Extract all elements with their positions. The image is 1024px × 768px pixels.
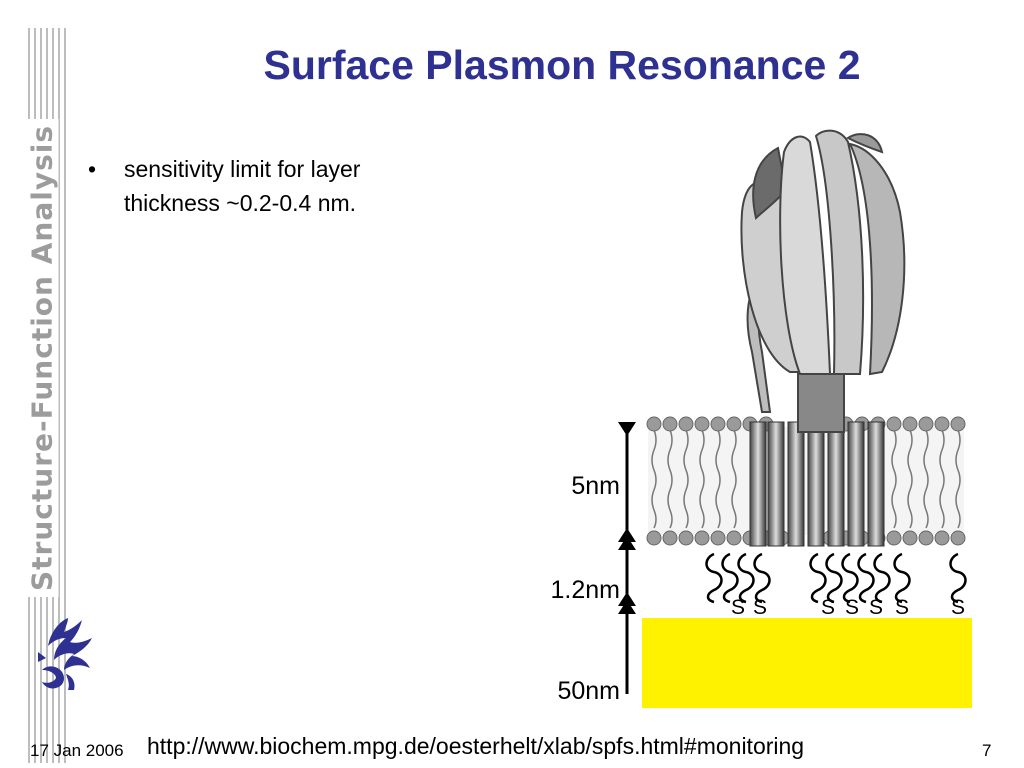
bullet-text-line2: thickness ~0.2-0.4 nm. — [124, 190, 357, 216]
dimension-arrows — [618, 422, 636, 694]
membrane-thickness-label: 5nm — [571, 472, 620, 500]
sulfur-label: S — [845, 596, 859, 619]
bullet-text-line1: sensitivity limit for layer — [124, 156, 361, 182]
sulfur-label: S — [731, 596, 745, 619]
transmembrane-helices — [749, 421, 885, 547]
spacer-tethers — [705, 552, 967, 604]
lipid-bilayer — [646, 416, 966, 546]
sulfur-label: S — [753, 596, 767, 619]
bullet-list: • sensitivity limit for layer thickness … — [88, 152, 448, 220]
spacer-thickness-label: 1.2nm — [551, 576, 620, 604]
sulfur-label: S — [869, 596, 883, 619]
sulfur-label: S — [895, 596, 909, 619]
bullet-icon: • — [88, 156, 97, 182]
bullet-item: • sensitivity limit for layer thickness … — [88, 152, 448, 220]
griffin-logo-icon — [38, 618, 92, 690]
sulfur-label: S — [821, 596, 835, 619]
slide-title: Surface Plasmon Resonance 2 — [263, 42, 861, 88]
gold-thickness-label: 50nm — [557, 677, 620, 705]
sidebar-label: Structure-Function Analysis — [25, 118, 59, 598]
sulfur-label: S — [951, 596, 965, 619]
source-url-link[interactable]: http://www.biochem.mpg.de/oesterhelt/xla… — [147, 733, 805, 759]
spr-membrane-figure: 5nm 1.2nm 50nm — [551, 129, 972, 708]
atp-synthase-protein — [740, 129, 906, 433]
page-number: 7 — [982, 741, 992, 760]
sulfur-anchors: S S S S S S S — [731, 596, 965, 619]
gold-layer — [642, 618, 972, 708]
footer-date: 17 Jan 2006 — [30, 741, 124, 760]
